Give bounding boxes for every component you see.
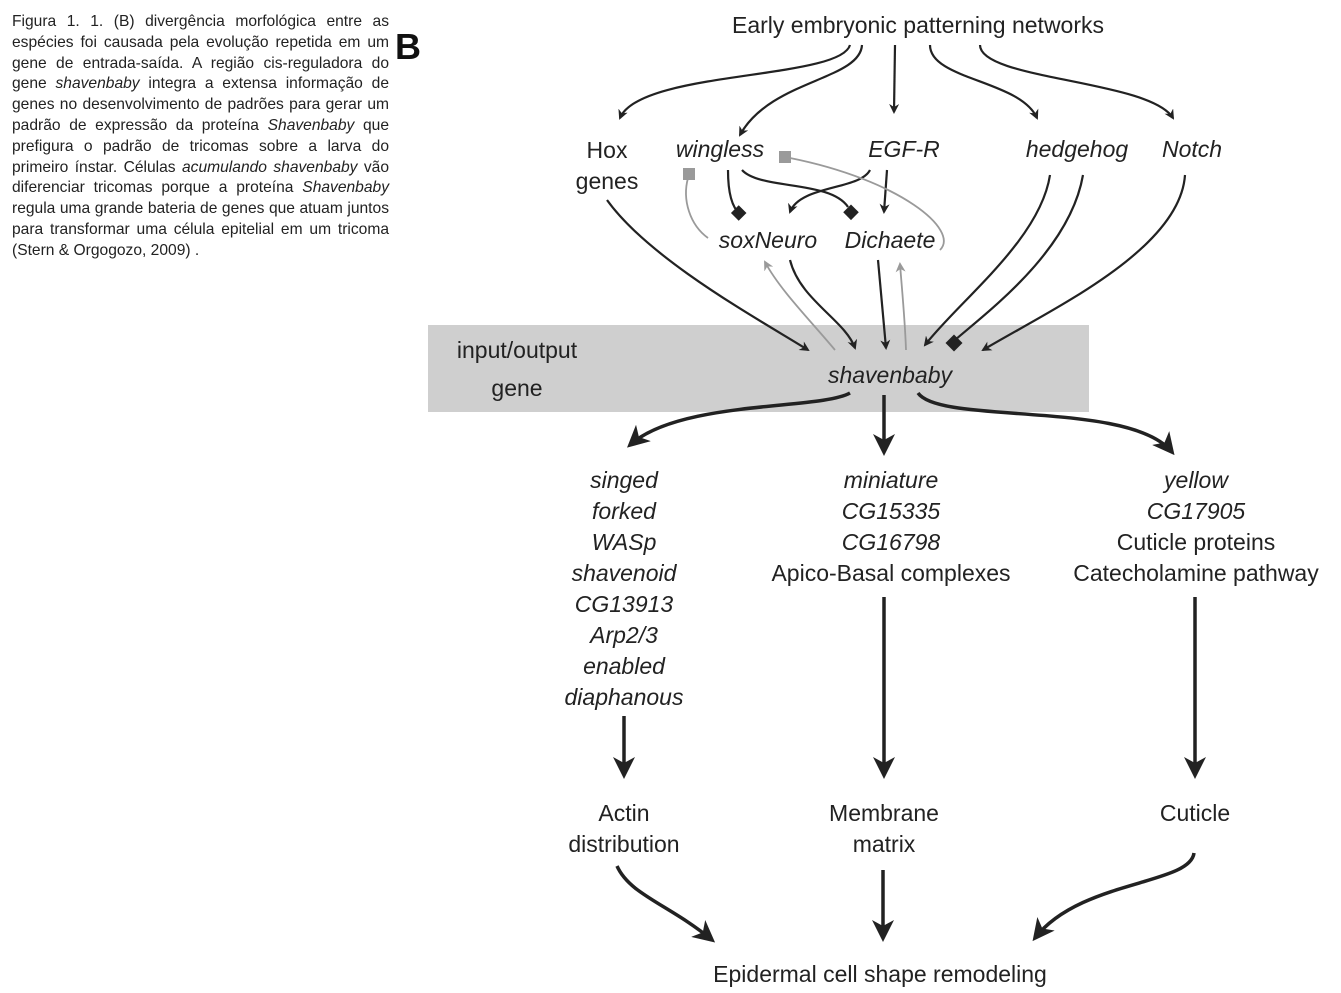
left-target: Arp2/3: [588, 622, 658, 648]
right-target: yellow: [1162, 467, 1229, 493]
top-node-label: Early embryonic patterning networks: [732, 12, 1104, 38]
grey-square-mark: [779, 151, 791, 163]
actin-label-1: Actin: [598, 800, 649, 826]
left-target: CG13913: [575, 591, 674, 617]
membrane-label-2: matrix: [853, 831, 916, 857]
arrow-to-hedgehog: [928, 44, 1039, 120]
figure-caption: Figura 1. 1. (B) divergência morfológica…: [12, 12, 389, 262]
shavenbaby-label: shavenbaby: [828, 362, 954, 388]
hox-label-1: Hox: [587, 137, 628, 163]
caption-text-3: que prefigura o padrão de tricomas sobre…: [12, 116, 389, 176]
actin-to-remodeling-arrow: [615, 865, 716, 943]
caption-text-4: vão diferenciar tricomas porque a proteí…: [12, 158, 390, 197]
right-target: Cuticle proteins: [1117, 529, 1276, 555]
notch-label: Notch: [1162, 136, 1222, 162]
left-target: WASp: [592, 529, 657, 555]
wingless-represses-dichaete: [741, 169, 849, 208]
mid-target-list: miniature CG15335 CG16798 Apico-Basal co…: [771, 467, 1010, 586]
arrow-to-notch: [978, 44, 1175, 120]
mid-target: miniature: [844, 467, 939, 493]
hedgehog-label: hedgehog: [1026, 136, 1129, 162]
outputs-of-shavenbaby: [627, 391, 1175, 456]
right-target-list: yellow CG17905 Cuticle proteins Catechol…: [1073, 467, 1319, 586]
cuticle-label: Cuticle: [1160, 800, 1230, 826]
arrow-to-egfr: [889, 44, 900, 114]
right-target: Catecholamine pathway: [1073, 560, 1319, 586]
repression-mark: [730, 205, 747, 221]
notch-to-shavenbaby: [981, 174, 1187, 352]
caption-text-1: Figura 1. 1. (B) divergência morfológica…: [12, 13, 389, 93]
panel-letter: B: [395, 26, 421, 67]
dichaete-to-shavenbaby: [876, 259, 891, 350]
input-output-band: [428, 325, 1089, 412]
left-target-list: singed forked WASp shavenoid CG13913 Arp…: [565, 467, 684, 710]
band-label-1: input/output: [457, 337, 578, 363]
left-target: forked: [592, 498, 657, 524]
left-target: diaphanous: [565, 684, 684, 710]
hox-label-2: genes: [576, 168, 639, 194]
actin-label-2: distribution: [568, 831, 679, 857]
repression-mark: [843, 204, 859, 221]
right-target: CG17905: [1147, 498, 1246, 524]
shavenbaby-to-soxneuro-grey: [764, 260, 836, 351]
bottom-node-label: Epidermal cell shape remodeling: [713, 961, 1047, 987]
hedgehog-to-shavenbaby-1: [923, 174, 1052, 347]
arrow-to-hox: [618, 44, 852, 120]
caption-text-5: regula uma grande bateria de genes que a…: [12, 200, 389, 259]
soxneuro-to-shavenbaby: [788, 259, 858, 350]
inputs-to-shavenbaby: [606, 174, 1187, 352]
dichaete-label: Dichaete: [845, 227, 936, 253]
egfr-activates-dichaete: [879, 169, 890, 214]
egfr-label: EGF-R: [868, 136, 940, 162]
left-target: singed: [590, 467, 659, 493]
left-target: enabled: [583, 653, 666, 679]
soxneuro-label: soxNeuro: [719, 227, 818, 253]
grey-square-mark: [683, 168, 695, 180]
band-label-2: gene: [491, 375, 542, 401]
mid-target: CG16798: [842, 529, 941, 555]
cuticle-to-remodeling-arrow: [1032, 852, 1196, 942]
shavenbaby-to-dichaete-grey: [895, 262, 907, 351]
repression-mark: [945, 334, 963, 352]
mid-target: CG15335: [842, 498, 941, 524]
caption-text-2: integra a extensa informação de genes no…: [12, 75, 389, 134]
arrow-to-wingless: [739, 44, 864, 137]
membrane-label-1: Membrane: [829, 800, 939, 826]
mid-target: Apico-Basal complexes: [771, 560, 1010, 586]
top-arrows: [618, 44, 1175, 137]
shavenbaby-to-right-targets: [916, 391, 1175, 456]
caption-em-1: shavenbaby: [55, 75, 140, 93]
shavenbaby-to-left-targets: [627, 391, 851, 448]
caption-em-2: Shavenbaby: [267, 116, 355, 134]
caption-em-3: acumulando shavenbaby: [182, 158, 358, 176]
left-target: shavenoid: [572, 560, 678, 586]
wingless-label: wingless: [676, 136, 765, 162]
caption-em-4: Shavenbaby: [302, 179, 389, 197]
egfr-activates-soxneuro: [788, 169, 871, 214]
soxneuro-feedback-grey: [685, 177, 709, 239]
dichaete-feedback-grey: [789, 157, 945, 251]
hox-to-shavenbaby: [606, 199, 810, 352]
hedgehog-to-shavenbaby-2: [954, 174, 1085, 341]
